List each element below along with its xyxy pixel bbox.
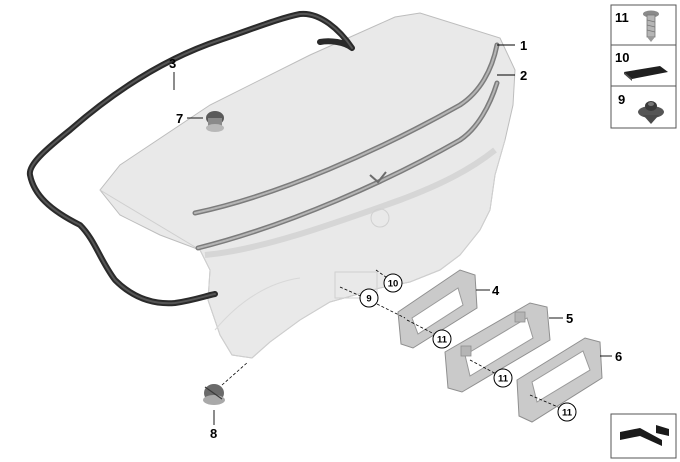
bracket-part-6: [516, 337, 603, 423]
ref-11-dashed-line-b: [469, 359, 501, 377]
svg-text:10: 10: [388, 279, 399, 290]
circled-ref-10: 10: [383, 273, 403, 293]
callout-4: 4: [492, 283, 500, 298]
legend-panel: 11 10 9: [610, 4, 677, 129]
callout-6: 6: [615, 349, 622, 364]
legend-number-11: 11: [615, 10, 629, 25]
clip-part: [206, 111, 224, 132]
svg-text:11: 11: [498, 374, 509, 385]
callout-2: 2: [520, 68, 527, 83]
circled-ref-11: 11: [557, 402, 577, 422]
foam-pad-icon: [624, 66, 668, 81]
legend-number-10: 10: [615, 50, 629, 65]
bracket-part-4: [397, 269, 478, 349]
circled-ref-11: 11: [493, 368, 513, 388]
screw-icon: [643, 10, 659, 42]
svg-text:11: 11: [562, 408, 573, 419]
trunk-seal: [26, 10, 355, 307]
callout-8: 8: [210, 426, 217, 441]
circled-ref-9: 9: [359, 288, 379, 308]
grommet-icon: [638, 101, 664, 124]
legend-number-9: 9: [618, 92, 625, 107]
grommet-part: [203, 384, 225, 405]
lower-trim-strip: [195, 80, 500, 251]
svg-text:9: 9: [366, 294, 371, 305]
circled-ref-11: 11: [432, 329, 452, 349]
ref-9-dashed-line-b: [376, 303, 406, 319]
svg-text:11: 11: [437, 335, 448, 346]
upper-trim-strip: [192, 42, 500, 216]
navigation-arrow-icon: [610, 413, 677, 459]
grommet-dashed-line: [221, 361, 249, 386]
bracket-part-5: [444, 302, 551, 393]
callout-3: 3: [169, 56, 176, 71]
callout-7: 7: [176, 111, 183, 126]
callout-5: 5: [566, 311, 573, 326]
callout-1: 1: [520, 38, 527, 53]
